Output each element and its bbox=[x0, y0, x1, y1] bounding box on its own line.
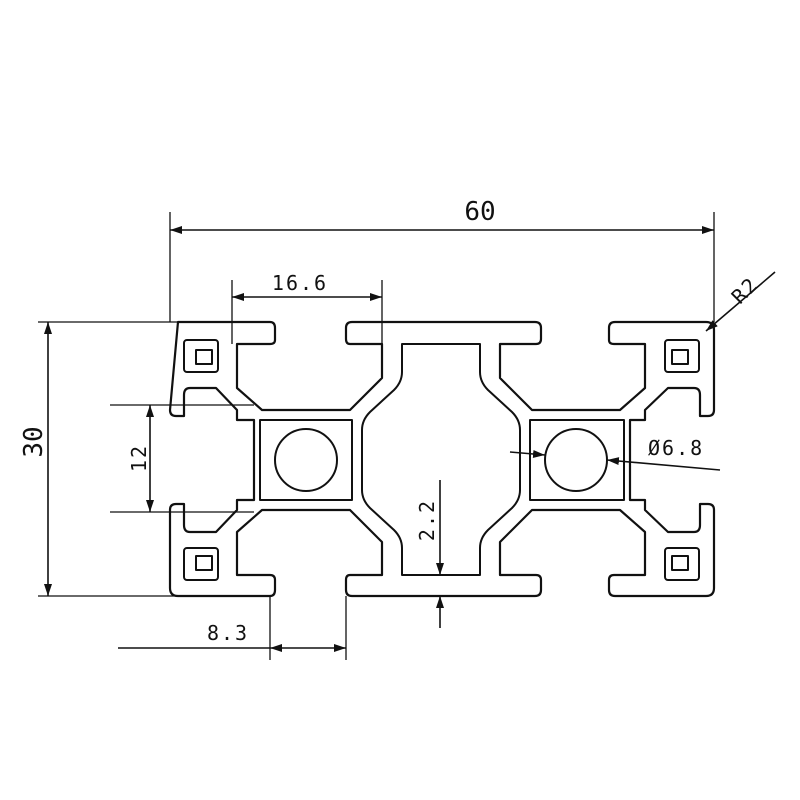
corner-core-inner-br bbox=[671, 555, 689, 571]
corner-core-inner-tl bbox=[195, 349, 213, 365]
dimension-slot-opening: 16.6 bbox=[231, 271, 383, 344]
corner-core-inner-tr bbox=[671, 349, 689, 365]
dimension-hole: Ø6.8 bbox=[509, 436, 721, 471]
dimension-height: 30 bbox=[19, 321, 178, 597]
center-cavity bbox=[361, 343, 521, 576]
width-label: 60 bbox=[464, 197, 495, 227]
hole-label: Ø6.8 bbox=[648, 436, 704, 460]
dimension-slot-depth: 12 bbox=[110, 404, 254, 513]
aluminum-profile bbox=[168, 320, 716, 598]
dimension-radius: R2 bbox=[705, 271, 776, 332]
dimension-flange: 8.3 bbox=[118, 596, 347, 660]
radius-label: R2 bbox=[727, 272, 764, 309]
left-center-hole bbox=[274, 428, 338, 492]
flange-label: 8.3 bbox=[207, 621, 249, 645]
right-center-hole bbox=[544, 428, 608, 492]
dimension-width: 60 bbox=[169, 197, 715, 322]
corner-core-inner-bl bbox=[195, 555, 213, 571]
slot-opening-label: 16.6 bbox=[272, 271, 328, 295]
height-label: 30 bbox=[19, 426, 49, 457]
slot-depth-label: 12 bbox=[127, 444, 151, 472]
wall-label: 2.2 bbox=[415, 499, 439, 541]
dimension-wall: 2.2 bbox=[415, 480, 450, 628]
